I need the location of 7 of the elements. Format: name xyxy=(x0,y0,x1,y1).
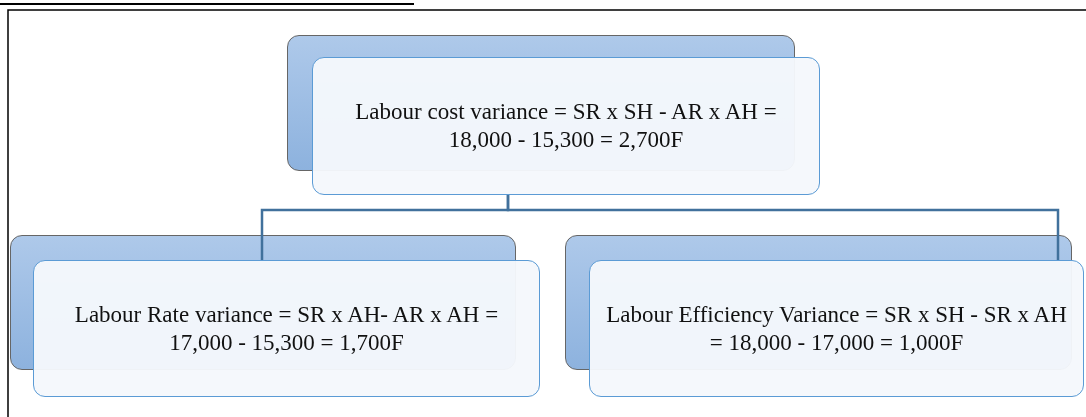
variance-box xyxy=(312,57,820,195)
variance-box xyxy=(33,260,540,397)
variance-box xyxy=(589,260,1084,397)
formula-text: Labour Rate variance = SR x AH- AR x AH = 17,000 - 15,300 = 1,700F xyxy=(73,300,500,357)
connector-line xyxy=(506,195,1060,260)
formula-text: Labour Efficiency Variance = SR x SH - SR x AH = 18,000 - 17,000 = 1,000F xyxy=(605,300,1068,357)
formula-text: Labour cost variance = SR x SH - AR x AH = 18,000 - 15,300 = 2,700F xyxy=(354,98,778,154)
